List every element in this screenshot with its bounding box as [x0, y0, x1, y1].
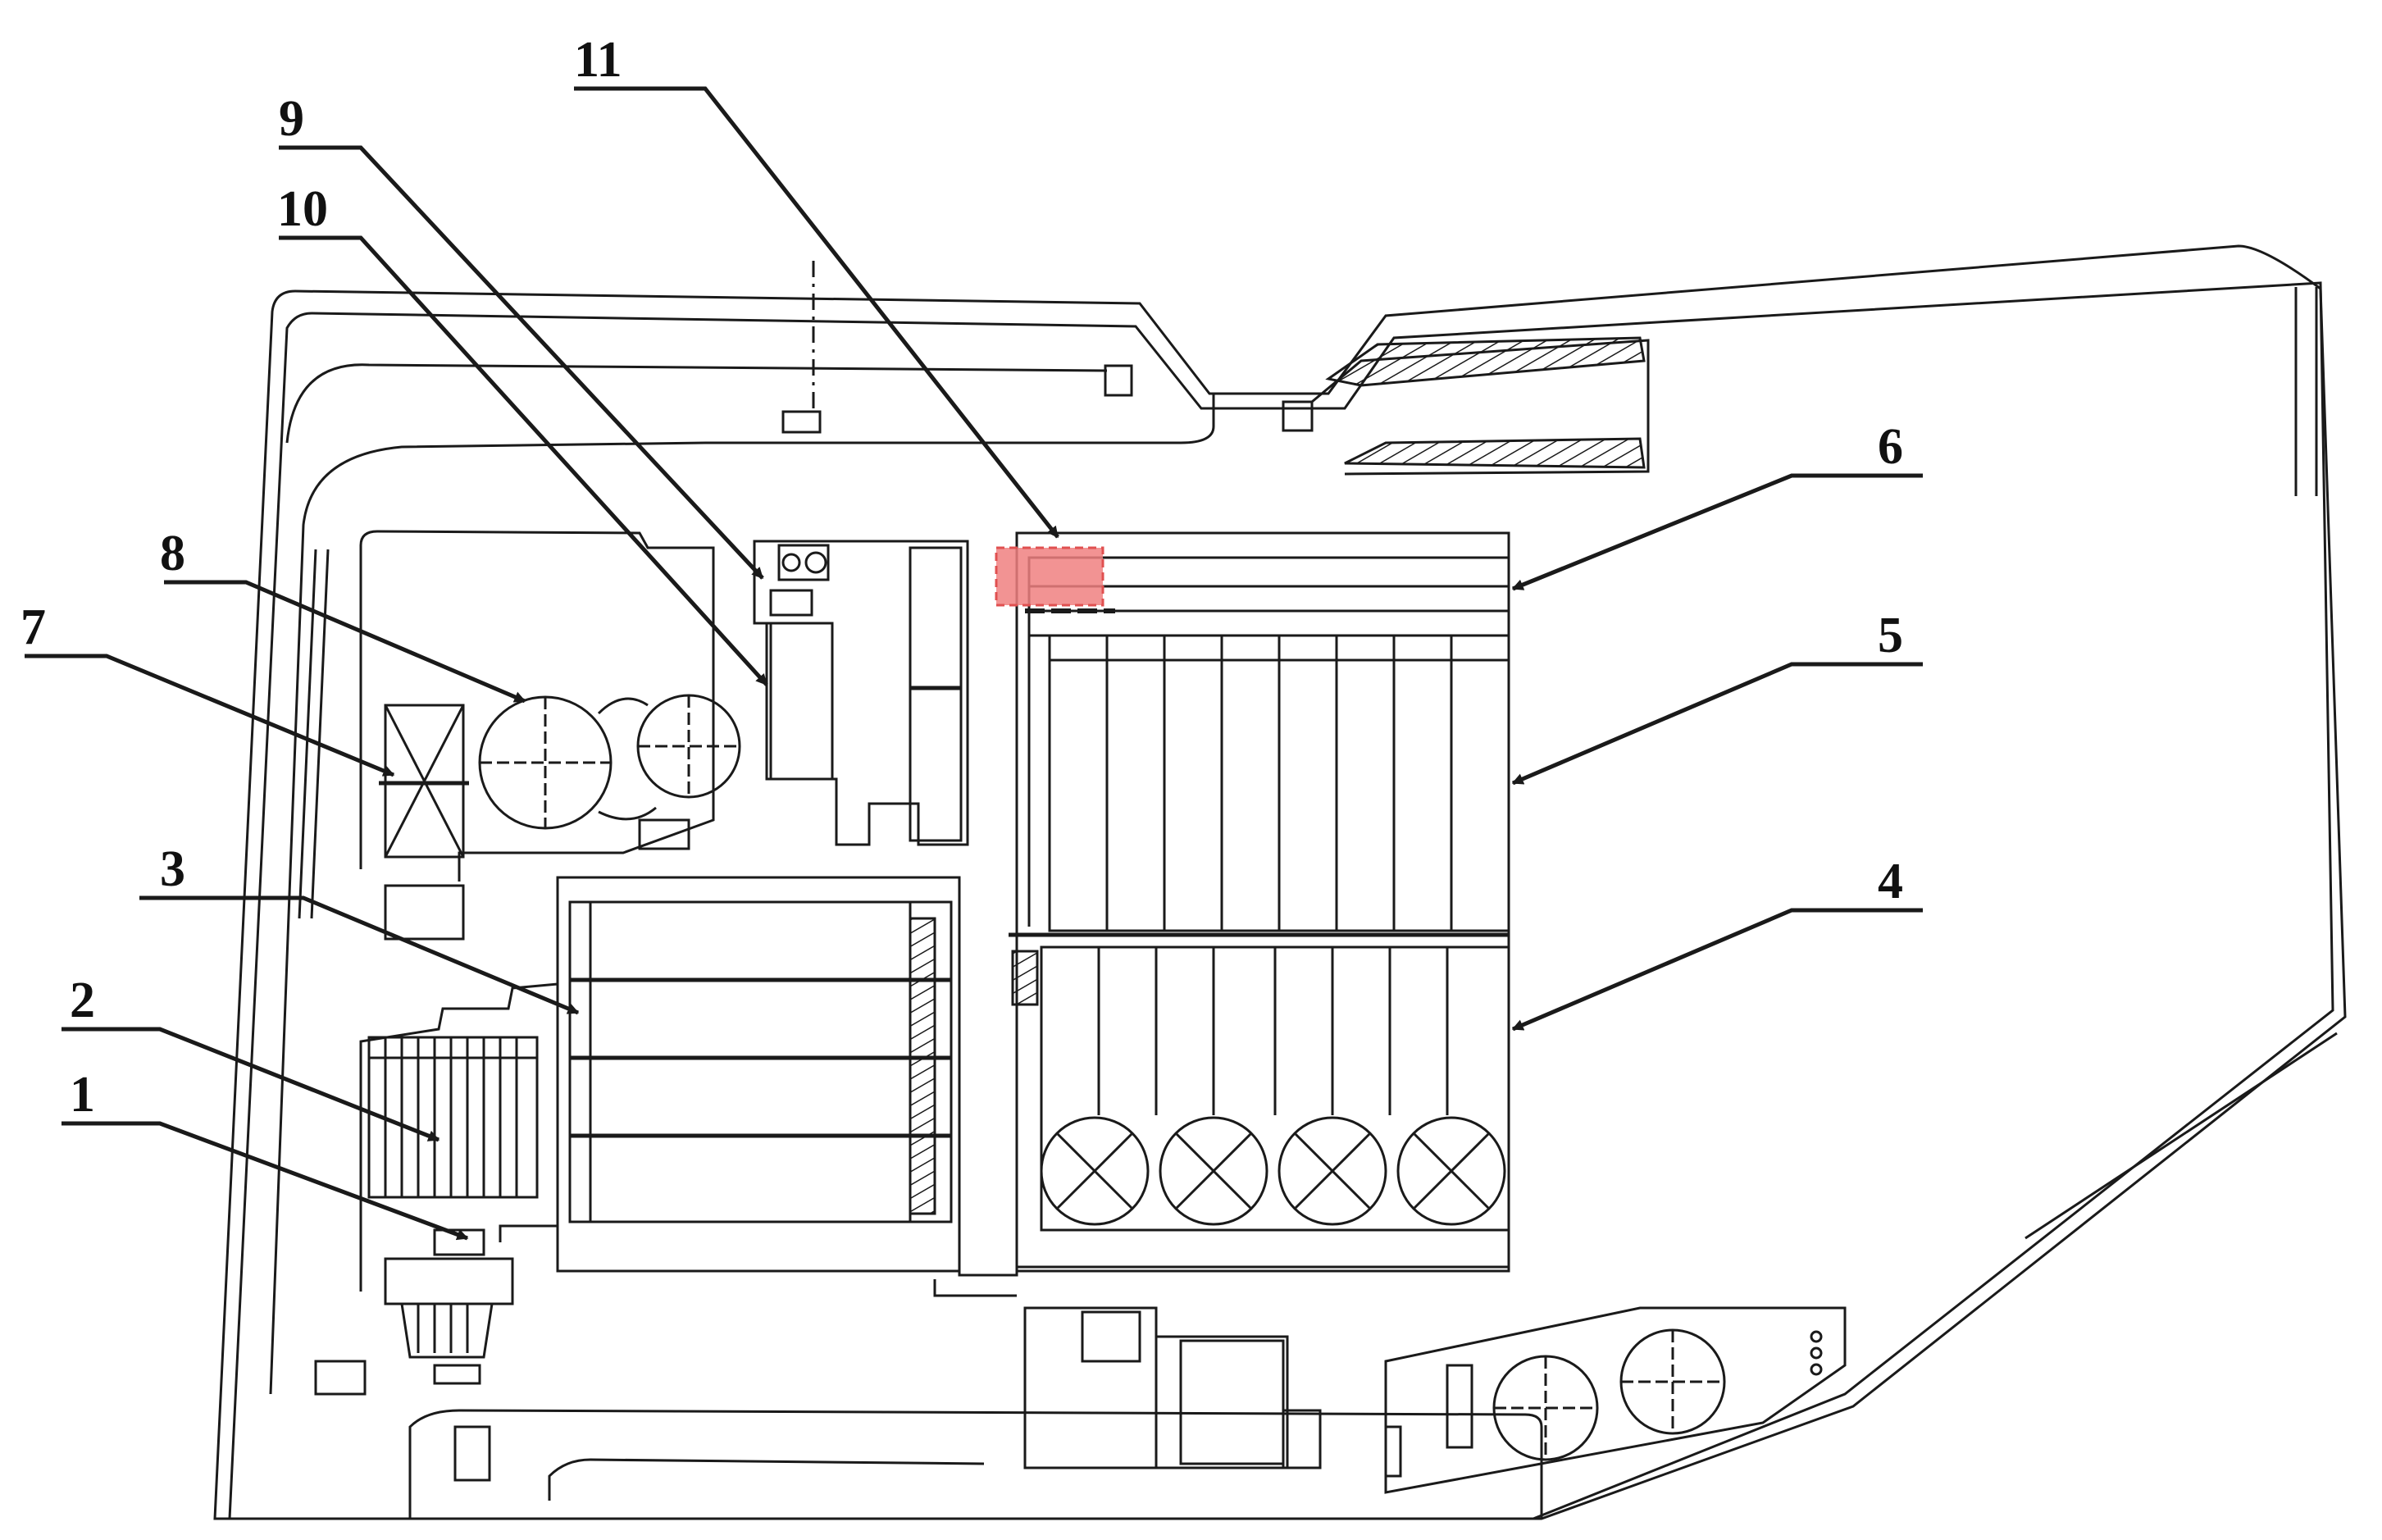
unit-9-lower: [769, 589, 813, 617]
callout-label-2: 2: [70, 973, 95, 1028]
road-loop: [269, 394, 1215, 1395]
callout-label-3: 3: [160, 841, 185, 897]
unit-2: [367, 1036, 539, 1199]
gatehouse: [1282, 400, 1314, 432]
lower-block-c: [1155, 1335, 1289, 1469]
unit-1-body: [400, 1302, 494, 1359]
callout-label-9: 9: [279, 91, 304, 147]
building-10-block: [765, 622, 834, 781]
leader-7: [25, 654, 395, 777]
leader-5: [1511, 662, 1923, 786]
building-4-5-outer: [1015, 531, 1510, 1273]
leader-11: [574, 86, 1059, 539]
building-2-outline: [359, 982, 559, 1292]
unit-9-valve-b: [804, 551, 827, 574]
building-9-outline: [753, 540, 969, 846]
highlight-11: [995, 546, 1104, 607]
leader-2: [61, 1027, 440, 1142]
site-boundary-inner: [228, 281, 2334, 1520]
bottom-right-outline: [1384, 1306, 1847, 1494]
basin-3-outer: [556, 876, 961, 1273]
small-hut: [1104, 364, 1133, 397]
lower-block-d: [1179, 1339, 1285, 1465]
unit-9-valve-a: [781, 553, 801, 572]
leader-3: [139, 895, 580, 1015]
callout-label-10: 10: [277, 181, 328, 237]
basin-3: [568, 900, 953, 1223]
road-bottom-inner: [548, 1458, 985, 1501]
leader-1: [61, 1121, 469, 1241]
valve-br-2: [1810, 1346, 1823, 1360]
road-bottom: [408, 1409, 1543, 1519]
building-9-lower-block: [909, 687, 963, 842]
building-9-right-block: [909, 546, 963, 689]
callout-label-6: 6: [1878, 419, 1903, 475]
leader-9: [279, 145, 764, 580]
block-br-small: [1384, 1425, 1402, 1478]
leader-4: [1511, 908, 1923, 1032]
hatched-structure-bottom: [1344, 437, 1646, 469]
callout-label-11: 11: [574, 32, 622, 88]
leader-8: [164, 580, 526, 704]
small-block-1: [314, 1360, 367, 1396]
unit-1: [384, 1257, 514, 1305]
unit-1-slats: [417, 1304, 469, 1353]
small-block-2: [453, 1425, 491, 1482]
marker-box: [781, 410, 822, 434]
road-diagonal-right: [2024, 1032, 2338, 1240]
lower-block-b: [1081, 1310, 1141, 1363]
road-top: [285, 363, 1108, 444]
complex-8-outline: [359, 530, 715, 882]
leader-10: [279, 235, 768, 686]
unit-4-panel: [1011, 950, 1039, 1006]
callout-label-5: 5: [1878, 608, 1903, 663]
hatched-structure-top: [1325, 336, 1646, 387]
callout-label-8: 8: [160, 526, 185, 581]
unit-9: [777, 544, 830, 581]
unit-5-filters: [1050, 636, 1509, 931]
tank-8-link: [597, 697, 657, 821]
top-building-outline: [1311, 339, 1650, 476]
site-boundary-outer: [213, 244, 2347, 1520]
lower-block-e: [1282, 1409, 1322, 1469]
block-br: [1446, 1364, 1473, 1449]
unit-2-slats: [369, 1037, 537, 1197]
callout-label-7: 7: [20, 599, 46, 655]
valve-br-3: [1810, 1363, 1823, 1376]
unit-4-cells: [1097, 947, 1449, 1115]
callout-label-1: 1: [70, 1067, 95, 1123]
leader-6: [1511, 473, 1923, 591]
unit-4-clarifiers: [1040, 1116, 1506, 1226]
basin-3-screen: [909, 917, 936, 1215]
lower-pipe: [933, 1279, 1017, 1297]
unit-7-base: [384, 884, 465, 941]
left-vertical-road-2: [310, 549, 330, 919]
pipe-to-4: [958, 1267, 1018, 1277]
callout-label-4: 4: [1878, 854, 1903, 909]
valve-br-1: [1810, 1330, 1823, 1343]
small-block-8: [638, 818, 690, 850]
lower-block-a: [1023, 1306, 1158, 1469]
unit-1-bottom: [433, 1364, 481, 1385]
